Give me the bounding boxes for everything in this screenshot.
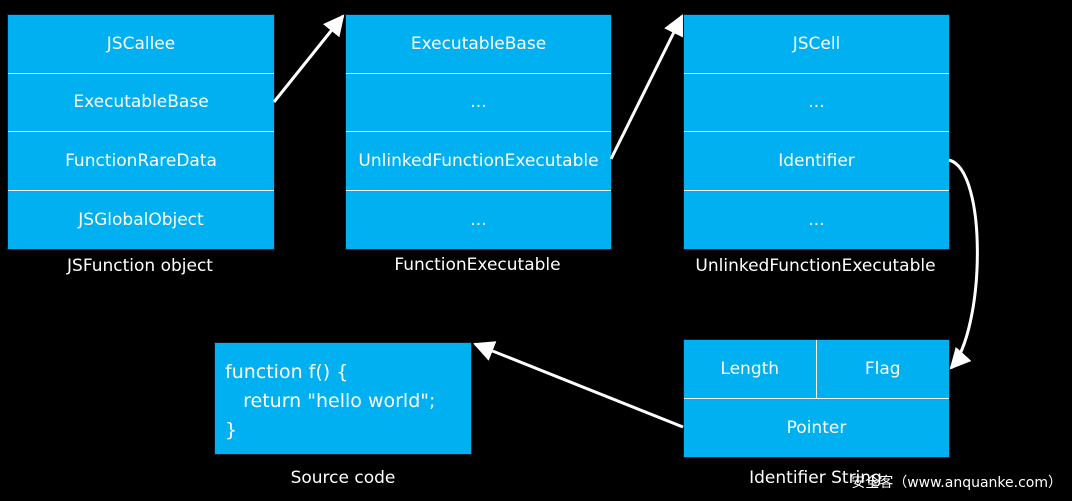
identifier-string-box: Length Flag Pointer: [683, 339, 950, 458]
identifier-string-flag: Flag: [816, 340, 949, 399]
source-code-line-2: return "hello world";: [225, 390, 436, 412]
jsfunction-field-executablebase: ExecutableBase: [8, 73, 274, 132]
arrow-executablebase-to-functionexecutable: [272, 14, 345, 103]
function-executable-field-executablebase: ExecutableBase: [346, 15, 611, 74]
unlinked-field-ellipsis-2: ...: [684, 190, 949, 249]
function-executable-field-ellipsis-1: ...: [346, 73, 611, 132]
unlinked-function-executable-caption: UnlinkedFunctionExecutable: [695, 256, 936, 276]
identifier-string-caption: Identifier String: [749, 468, 882, 488]
unlinked-field-identifier: Identifier: [684, 132, 949, 191]
source-code-box: function f() { return "hello world"; }: [214, 342, 472, 455]
source-code-caption: Source code: [290, 468, 396, 488]
jsfunction-object-box: JSCallee ExecutableBase FunctionRareData…: [7, 14, 275, 250]
jsfunction-field-jsglobalobject: JSGlobalObject: [8, 190, 274, 249]
identifier-string-pointer: Pointer: [684, 398, 949, 457]
jsfunction-object-caption: JSFunction object: [67, 256, 213, 276]
jsfunction-field-jscallee: JSCallee: [8, 15, 274, 74]
unlinked-field-ellipsis-1: ...: [684, 73, 949, 132]
source-code-line-3: }: [225, 419, 238, 441]
function-executable-field-unlinked: UnlinkedFunctionExecutable: [346, 132, 611, 191]
function-executable-caption: FunctionExecutable: [394, 255, 561, 275]
function-executable-box: ExecutableBase ... UnlinkedFunctionExecu…: [345, 14, 612, 250]
unlinked-function-executable-box: JSCell ... Identifier ...: [683, 14, 950, 250]
watermark-text: 安全客（www.anquanke.com）: [851, 475, 1062, 491]
source-code-line-1: function f() {: [225, 361, 349, 383]
arrow-identifier-to-identifier-string: [948, 158, 979, 370]
jsfunction-field-functionraredata: FunctionRareData: [8, 132, 274, 191]
arrow-pointer-to-source-code: [473, 341, 684, 429]
identifier-string-length: Length: [684, 340, 817, 399]
arrow-unlinked-to-unlinkedfunctionexecutable: [609, 14, 684, 160]
unlinked-field-jscell: JSCell: [684, 15, 949, 74]
function-executable-field-ellipsis-2: ...: [346, 190, 611, 249]
